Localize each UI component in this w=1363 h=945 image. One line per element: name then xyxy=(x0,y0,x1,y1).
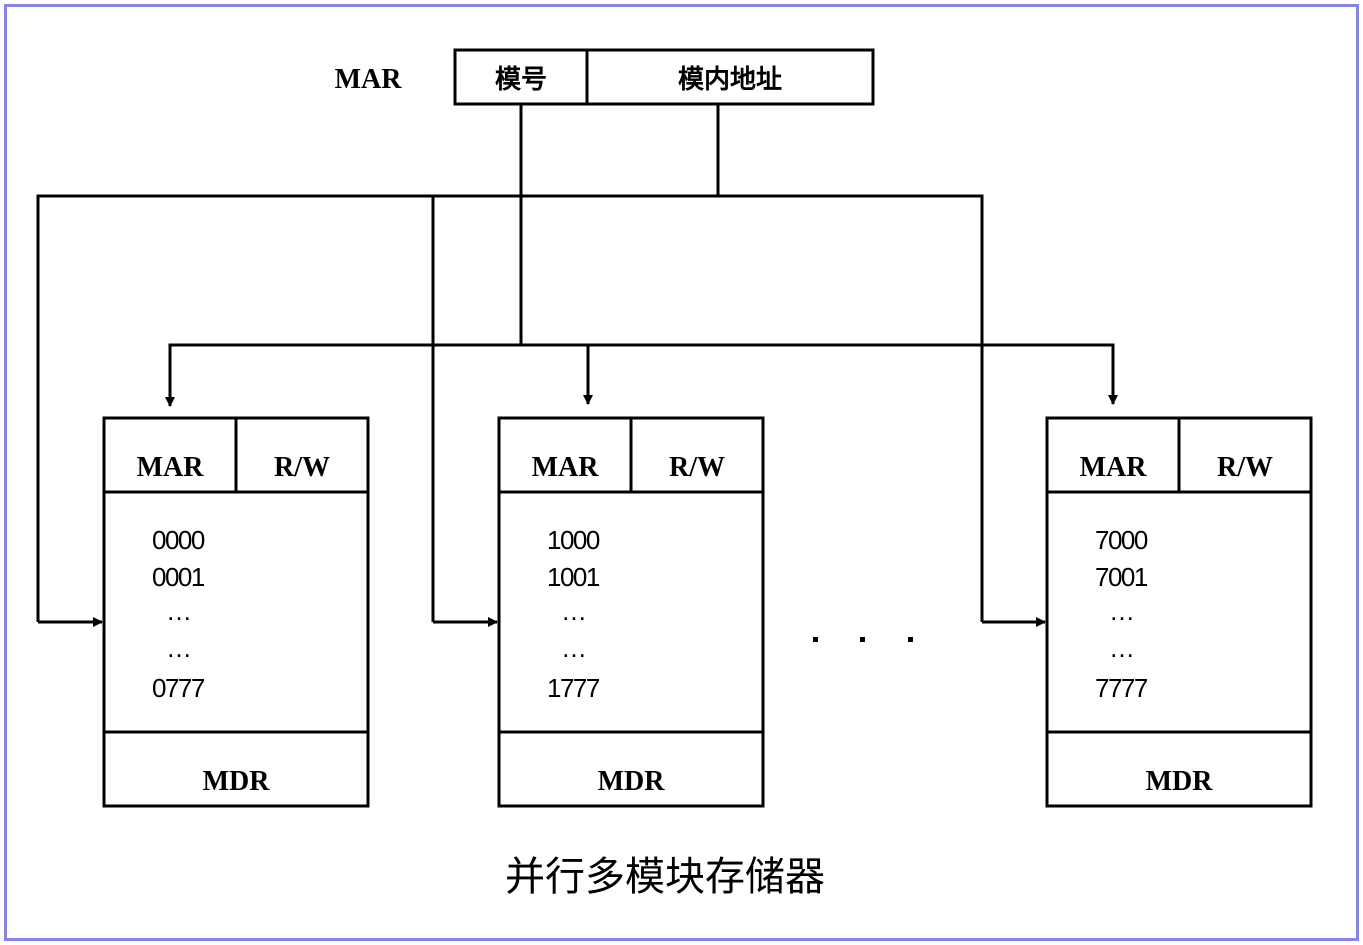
address-value: 1000 xyxy=(547,525,600,555)
module-select-bus xyxy=(168,343,1118,405)
module-mar-label: MAR xyxy=(1080,452,1148,483)
module-mar-label: MAR xyxy=(532,452,600,483)
module-number-field: 模号 xyxy=(495,65,547,95)
in-module-address-field: 模内地址 xyxy=(678,65,782,95)
address-value: 1001 xyxy=(547,562,600,592)
more-modules-ellipsis xyxy=(813,637,913,642)
address-ellipsis: … xyxy=(166,596,191,626)
address-ellipsis: … xyxy=(1109,633,1134,663)
address-value: 0001 xyxy=(152,562,205,592)
address-value: 7000 xyxy=(1095,525,1148,555)
address-ellipsis: … xyxy=(561,633,586,663)
address-ellipsis: … xyxy=(166,633,191,663)
in-module-address-bus xyxy=(36,194,984,622)
top-mar-label: MAR xyxy=(335,64,403,95)
module-mdr-label: MDR xyxy=(203,766,271,797)
diagram-frame xyxy=(4,4,1359,941)
address-value: 0000 xyxy=(152,525,205,555)
module-rw-label: R/W xyxy=(1217,452,1273,483)
address-value: 7777 xyxy=(1095,673,1148,703)
address-value: 1777 xyxy=(547,673,600,703)
address-value: 0777 xyxy=(152,673,205,703)
top-mar-register xyxy=(453,48,875,106)
module-rw-label: R/W xyxy=(274,452,330,483)
address-ellipsis: … xyxy=(561,596,586,626)
diagram-caption: 并行多模块存储器 xyxy=(505,854,825,900)
module-mdr-label: MDR xyxy=(598,766,666,797)
module-mdr-label: MDR xyxy=(1146,766,1214,797)
module-rw-label: R/W xyxy=(669,452,725,483)
address-ellipsis: … xyxy=(1109,596,1134,626)
address-value: 7001 xyxy=(1095,562,1148,592)
module-mar-label: MAR xyxy=(137,452,205,483)
address-bus xyxy=(36,104,1118,627)
